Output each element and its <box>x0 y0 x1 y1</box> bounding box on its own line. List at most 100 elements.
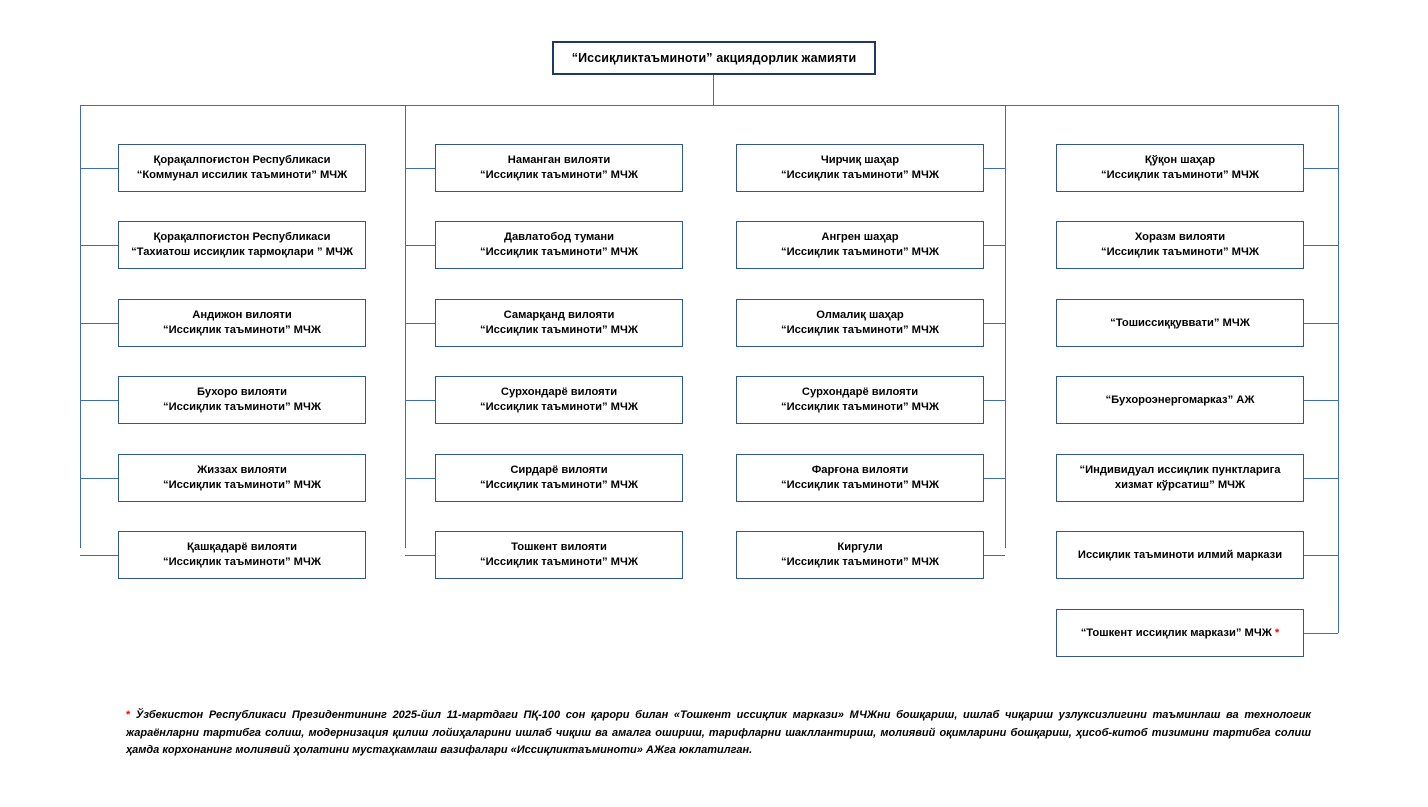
org-node-label-line1: Киргули <box>837 541 883 553</box>
org-node-label-line2: “Иссиқлик таъминоти” МЧЖ <box>781 324 939 336</box>
org-node-label-line1: Қашқадарё вилояти <box>187 541 297 553</box>
connector-column-2-node-5 <box>405 478 435 479</box>
connector-column-3-node-5 <box>984 478 1005 479</box>
org-node-label-line2: “Иссиқлик таъминоти” МЧЖ <box>781 401 939 413</box>
connector-column-3-node-4 <box>984 400 1005 401</box>
org-node-label-line1: Сурхондарё вилояти <box>500 386 618 398</box>
trunk-column-3 <box>1005 105 1006 548</box>
org-node-column-1-3[interactable]: Андижон вилояти “Иссиқлик таъминоти” МЧЖ <box>118 299 366 347</box>
org-node-column-3-5[interactable]: Фарғона вилояти “Иссиқлик таъминоти” МЧЖ <box>736 454 984 502</box>
connector-column-4-node-2 <box>1304 245 1338 246</box>
trunk-column-2 <box>405 105 406 548</box>
org-node-column-2-3[interactable]: Самарқанд вилояти “Иссиқлик таъминоти” МЧ… <box>435 299 683 347</box>
org-node-column-3-1[interactable]: Чирчиқ шаҳар “Иссиқлик таъминоти” МЧЖ <box>736 144 984 192</box>
org-node-label-line1: Қўқон шаҳар <box>1144 154 1216 166</box>
org-node-column-2-5[interactable]: Сирдарё вилояти “Иссиқлик таъминоти” МЧЖ <box>435 454 683 502</box>
trunk-column-4 <box>1338 105 1339 633</box>
connector-column-2-node-3 <box>405 323 435 324</box>
org-node-label-line2: “Иссиқлик таъминоти” МЧЖ <box>163 401 321 413</box>
org-node-column-2-2[interactable]: Давлатобод тумани “Иссиқлик таъминоти” МЧ… <box>435 221 683 269</box>
org-node-label-line2: “Иссиқлик таъминоти” МЧЖ <box>480 479 638 491</box>
org-node-column-4-4[interactable]: “Бухороэнергомарказ” АЖ <box>1056 376 1304 424</box>
org-node-column-2-4[interactable]: Сурхондарё вилояти “Иссиқлик таъминоти” М… <box>435 376 683 424</box>
org-node-column-1-5[interactable]: Жиззах вилояти “Иссиқлик таъминоти” МЧЖ <box>118 454 366 502</box>
connector-column-1-node-2 <box>80 245 118 246</box>
connector-column-4-node-7 <box>1304 633 1338 634</box>
connector-column-3-node-6 <box>984 555 1005 556</box>
org-node-label-line2: “Иссиқлик таъминоти” МЧЖ <box>163 479 321 491</box>
connector-column-1-node-4 <box>80 400 118 401</box>
connector-column-3-node-3 <box>984 323 1005 324</box>
org-node-label-line2: “Иссиқлик таъминоти” МЧЖ <box>163 556 321 568</box>
org-node-column-2-6[interactable]: Тошкент вилояти “Иссиқлик таъминоти” МЧЖ <box>435 531 683 579</box>
org-node-label-line2: “Иссиқлик таъминоти” МЧЖ <box>1101 246 1259 258</box>
org-node-label-line2: “Иссиқлик таъминоти” МЧЖ <box>480 556 638 568</box>
org-node-label-line1: “Тошкент иссиқлик маркази” МЧЖ * <box>1080 626 1280 639</box>
org-node-label-line1: Самарқанд вилояти <box>503 309 615 321</box>
org-node-label-line1: Чирчиқ шаҳар <box>820 154 900 166</box>
org-node-column-2-1[interactable]: Наманган вилояти “Иссиқлик таъминоти” МЧЖ <box>435 144 683 192</box>
org-node-label-line1: Сурхондарё вилояти <box>801 386 919 398</box>
org-node-label-line2: “Иссиқлик таъминоти” МЧЖ <box>480 324 638 336</box>
connector-column-1-node-6 <box>80 555 118 556</box>
org-node-label-line1: Бухоро вилояти <box>196 386 288 398</box>
connector-column-4-node-4 <box>1304 400 1338 401</box>
org-node-label-line2: “Иссиқлик таъминоти” МЧЖ <box>163 324 321 336</box>
org-node-label-line2: “Иссиқлик таъминоти” МЧЖ <box>480 401 638 413</box>
footnote: * Ўзбекистон Республикаси Президентининг… <box>126 707 1311 760</box>
org-node-label-line1: Ангрен шаҳар <box>821 231 899 243</box>
org-node-label-line2: “Иссиқлик таъминоти” МЧЖ <box>781 479 939 491</box>
org-node-column-3-6[interactable]: Киргули “Иссиқлик таъминоти” МЧЖ <box>736 531 984 579</box>
connector-column-1-node-5 <box>80 478 118 479</box>
org-node-label-line1: Тошкент вилояти <box>511 541 607 553</box>
org-node-label-line1: Олмалиқ шаҳар <box>816 309 904 321</box>
connector-column-4-node-6 <box>1304 555 1338 556</box>
org-node-label-line2: “Иссиқлик таъминоти” МЧЖ <box>781 169 939 181</box>
org-node-column-4-2[interactable]: Хоразм вилояти “Иссиқлик таъминоти” МЧЖ <box>1056 221 1304 269</box>
org-node-label-line1: “Тошиссиққуввати” МЧЖ <box>1110 316 1250 329</box>
connector-column-1-node-1 <box>80 168 118 169</box>
footnote-text: * Ўзбекистон Республикаси Президентининг… <box>126 707 1311 760</box>
org-node-label-line2: “Иссиқлик таъминоти” МЧЖ <box>781 556 939 568</box>
org-node-column-3-2[interactable]: Ангрен шаҳар “Иссиқлик таъминоти” МЧЖ <box>736 221 984 269</box>
org-node-label-line2: “Тахиатош иссиқлик тармоқлари ” МЧЖ <box>131 246 353 258</box>
org-node-label-line2: “Иссиқлик таъминоти” МЧЖ <box>781 246 939 258</box>
org-node-label-line1: “Бухороэнергомарказ” АЖ <box>1105 393 1255 406</box>
main-bus-connector <box>80 105 1339 106</box>
org-node-column-4-6[interactable]: Иссиқлик таъминоти илмий маркази <box>1056 531 1304 579</box>
connector-column-3-node-2 <box>984 245 1005 246</box>
org-node-column-4-7[interactable]: “Тошкент иссиқлик маркази” МЧЖ * <box>1056 609 1304 657</box>
connector-column-4-node-5 <box>1304 478 1338 479</box>
root-node-label: “Иссиқликтаъминоти” акциядорлик жамияти <box>571 51 857 65</box>
connector-column-2-node-1 <box>405 168 435 169</box>
org-node-column-4-3[interactable]: “Тошиссиққуввати” МЧЖ <box>1056 299 1304 347</box>
footnote-asterisk: * <box>126 709 131 721</box>
org-node-label-line1: Сирдарё вилояти <box>510 464 608 476</box>
org-node-column-3-3[interactable]: Олмалиқ шаҳар “Иссиқлик таъминоти” МЧЖ <box>736 299 984 347</box>
org-node-column-1-1[interactable]: Қорақалпоғистон Республикаси“Коммунал ис… <box>118 144 366 192</box>
org-node-column-4-1[interactable]: Қўқон шаҳар “Иссиқлик таъминоти” МЧЖ <box>1056 144 1304 192</box>
connector-column-2-node-6 <box>405 555 435 556</box>
org-node-label-line1: “Индивидуал иссиқлик пунктларига <box>1079 464 1281 476</box>
org-node-label-line2: “Иссиқлик таъминоти” МЧЖ <box>1101 169 1259 181</box>
org-node-column-1-6[interactable]: Қашқадарё вилояти “Иссиқлик таъминоти” МЧ… <box>118 531 366 579</box>
org-node-label-line1: Хоразм вилояти <box>1134 231 1226 243</box>
org-node-label-line1: Давлатобод тумани <box>503 231 615 243</box>
org-node-column-1-2[interactable]: Қорақалпоғистон Республикаси “Тахиатош ис… <box>118 221 366 269</box>
org-node-label-line1: Андижон вилояти <box>192 309 292 321</box>
org-node-label-line1: Қорақалпоғистон Республикаси <box>153 154 331 166</box>
org-node-label-line2: “Иссиқлик таъминоти” МЧЖ <box>480 246 638 258</box>
org-node-column-3-4[interactable]: Сурхондарё вилояти “Иссиқлик таъминоти” М… <box>736 376 984 424</box>
org-node-label-line2: “Иссиқлик таъминоти” МЧЖ <box>480 169 638 181</box>
root-stem-connector <box>713 75 714 105</box>
org-node-label-line1: Наманган вилояти <box>507 154 611 166</box>
org-node-label-line1: Жиззах вилояти <box>197 464 287 476</box>
org-node-column-1-4[interactable]: Бухоро вилояти “Иссиқлик таъминоти” МЧЖ <box>118 376 366 424</box>
root-node[interactable]: “Иссиқликтаъминоти” акциядорлик жамияти <box>552 41 876 75</box>
footnote-body: Ўзбекистон Республикаси Президентининг 2… <box>126 709 1311 756</box>
node-asterisk: * <box>1271 626 1280 639</box>
org-node-label-line1: Қорақалпоғистон Республикаси <box>153 231 331 243</box>
org-node-label-line1: Фарғона вилояти <box>811 464 909 476</box>
